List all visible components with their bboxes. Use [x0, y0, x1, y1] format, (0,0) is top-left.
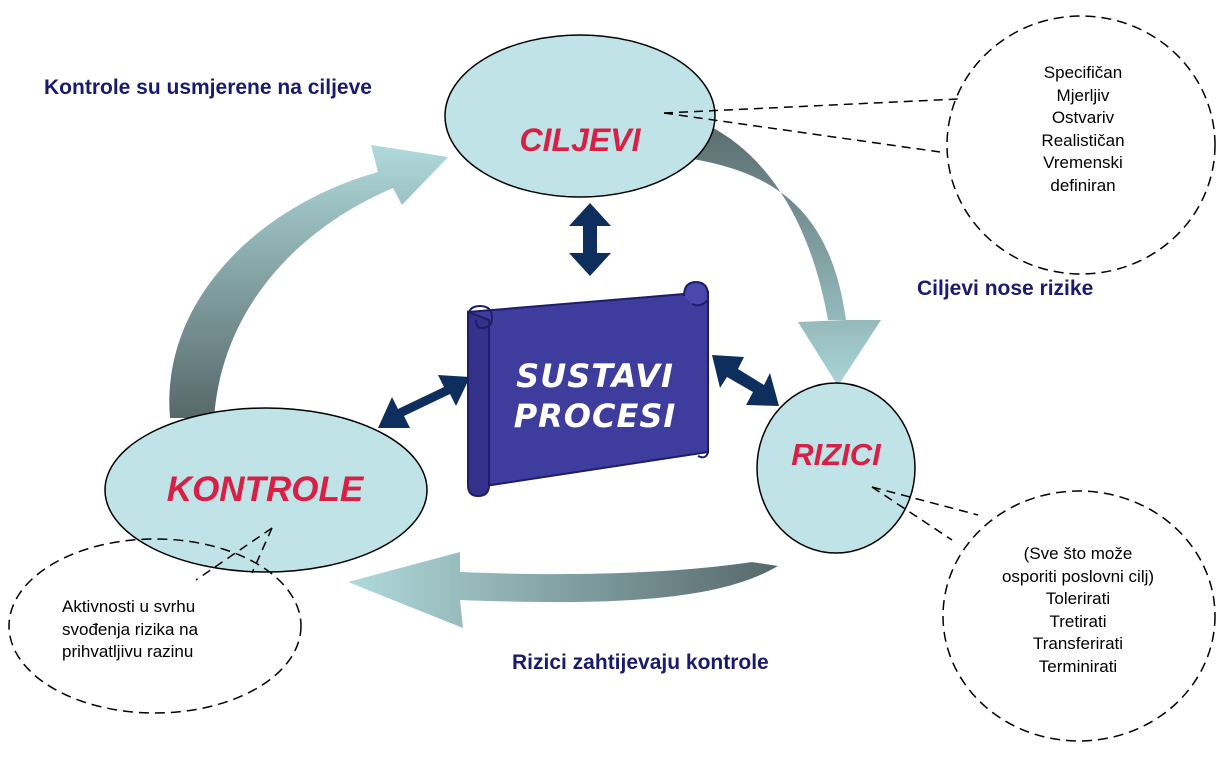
- note-line: svođenja rizika na: [62, 619, 199, 639]
- note-line: (Sve što može: [1023, 544, 1133, 563]
- note-line: Aktivnosti u svrhu: [62, 597, 196, 616]
- note-line: prihvatljivu razinu: [62, 642, 194, 661]
- note-line: Vremenski: [1043, 153, 1123, 172]
- center-label-sustavi: SUSTAVI: [516, 357, 674, 395]
- note-ciljevi: Specifičan Mjerljiv Ostvariv Realističan…: [1017, 62, 1149, 197]
- caption-rizici-to-kontrole: Rizici zahtijevaju kontrole: [512, 651, 769, 674]
- kontrole-title: KONTROLE: [166, 470, 364, 509]
- callout-pointer-rizici: [871, 486, 979, 541]
- callout-pointer-ciljevi: [663, 98, 959, 153]
- callout-pointer-kontrole: [195, 527, 273, 581]
- note-bubble-kontrole: [8, 538, 302, 714]
- caption-kontrole-to-ciljevi: Kontrole su usmjerene na ciljeve: [44, 76, 372, 99]
- note-bubble-ciljevi: [946, 15, 1216, 275]
- note-line: osporiti poslovni cilj): [1001, 566, 1155, 586]
- ciljevi-node: [444, 34, 716, 198]
- note-line: Ostvariv: [1051, 108, 1115, 127]
- cycle-arrow-kontrole-to-ciljevi: [169, 145, 449, 418]
- note-kontrole: Aktivnosti u svrhu svođenja rizika na pr…: [62, 596, 262, 664]
- note-line: Specifičan: [1043, 63, 1123, 82]
- double-arrow-ciljevi-sustavi: [569, 203, 611, 276]
- caption-ciljevi-to-rizici: Ciljevi nose rizike: [917, 277, 1094, 300]
- cycle-arrow-rizici-to-kontrole: [348, 552, 778, 628]
- note-line: Tolerirati: [1045, 589, 1111, 608]
- scroll-shape: [466, 280, 709, 498]
- note-line: Mjerljiv: [1056, 85, 1110, 105]
- cycle-arrow-ciljevi-to-rizici: [672, 114, 881, 386]
- note-line: Transferirati: [1032, 634, 1124, 653]
- kontrole-node: [104, 407, 428, 573]
- double-arrow-sustavi-rizici: [712, 355, 779, 406]
- ciljevi-title: CILJEVI: [519, 122, 641, 158]
- note-line: definiran: [1050, 175, 1116, 195]
- note-line: Terminirati: [1038, 656, 1118, 676]
- note-bubble-rizici: [942, 490, 1216, 742]
- note-rizici: (Sve što može osporiti poslovni cilj) To…: [978, 543, 1178, 678]
- note-line: Realističan: [1041, 130, 1125, 150]
- note-line: Tretirati: [1049, 611, 1107, 631]
- center-label-procesi: PROCESI: [513, 397, 677, 435]
- rizici-node: [756, 382, 916, 554]
- double-arrow-kontrole-sustavi: [378, 375, 470, 428]
- rizici-title: RIZICI: [791, 437, 881, 472]
